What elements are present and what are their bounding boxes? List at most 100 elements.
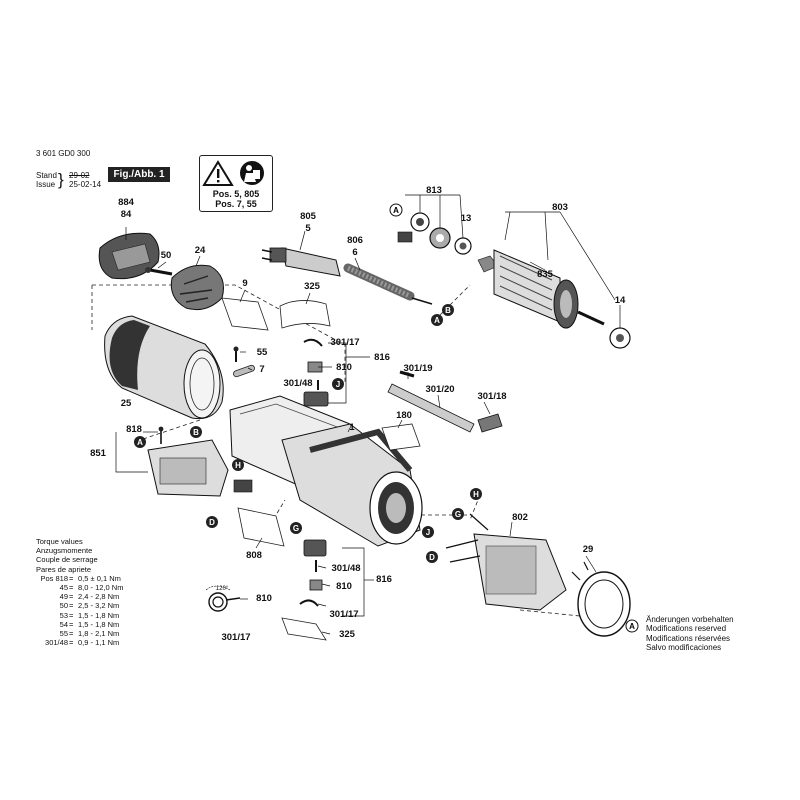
svg-text:B: B xyxy=(193,428,199,437)
label-301-48-bottom: 301/48 xyxy=(331,563,360,574)
label-810-bottom: 810 xyxy=(336,581,352,592)
label-325-top: 325 xyxy=(304,281,321,292)
part-brush-holder-top xyxy=(303,338,329,407)
label-29: 29 xyxy=(583,544,594,555)
label-301-20: 301/20 xyxy=(425,384,454,395)
warning-line-1: Pos. 5, 805 xyxy=(212,189,260,199)
note-es: Salvo modificaciones xyxy=(646,642,722,652)
svg-text:H: H xyxy=(473,490,479,499)
torque-row: 55=1,8 - 2,1 Nm xyxy=(59,628,120,638)
letter-circle-d-2: D xyxy=(426,551,438,563)
new-date: 25-02-14 xyxy=(69,180,102,189)
note-en: Modifications reserved xyxy=(646,624,727,634)
part-switch-bar xyxy=(387,370,503,433)
torque-row: 53=1,5 - 1,8 Nm xyxy=(59,610,120,620)
letter-circle-g-1: G xyxy=(290,522,302,534)
figure-label: Fig./Abb. 1 xyxy=(108,167,170,182)
label-818: 818 xyxy=(126,424,142,435)
label-50: 50 xyxy=(161,250,172,261)
letter-circle-j-1: J xyxy=(332,378,344,390)
label-301-19: 301/19 xyxy=(403,363,432,374)
letter-circle-h-1: H xyxy=(232,459,244,471)
label-851: 851 xyxy=(90,448,107,459)
label-301-17-bottom: 301/17 xyxy=(329,609,358,620)
header-brace: } xyxy=(58,170,64,189)
letter-circle-a-2: A xyxy=(431,314,443,326)
old-date: 29-02 xyxy=(69,171,90,180)
svg-text:G: G xyxy=(455,510,461,519)
label-803: 803 xyxy=(552,202,568,213)
svg-text:J: J xyxy=(336,380,340,389)
label-835: 835 xyxy=(537,269,554,280)
label-14: 14 xyxy=(615,295,626,306)
warning-icon xyxy=(202,160,264,186)
drawing-number: 3 601 GD0 300 xyxy=(36,149,91,158)
part-armature-803 xyxy=(477,249,605,329)
label-angle: 120° xyxy=(216,586,229,592)
part-7 xyxy=(233,364,255,378)
letter-circle-h-2: H xyxy=(470,488,482,500)
label-301-17-spring: 301/17 xyxy=(221,632,250,643)
note-fr: Modifications réservées xyxy=(646,633,731,643)
warning-line-2: Pos. 7, 55 xyxy=(215,199,257,209)
label-13: 13 xyxy=(461,213,472,224)
torque-title-de: Anzugsmomente xyxy=(36,546,93,556)
torque-row: 301/48=0,9 - 1,1 Nm xyxy=(45,638,120,648)
svg-text:A: A xyxy=(137,438,143,447)
svg-text:D: D xyxy=(429,553,435,562)
issue-label: Issue xyxy=(36,180,56,189)
svg-text:G: G xyxy=(293,524,299,533)
label-808: 808 xyxy=(246,550,262,561)
part-29-ring xyxy=(571,561,631,637)
torque-row: Pos 818=0,5 ± 0,1 Nm xyxy=(40,573,121,583)
part-cover-884 xyxy=(98,232,160,280)
part-bearing-14 xyxy=(609,327,631,349)
part-electronics-851 xyxy=(147,426,253,497)
label-813: 813 xyxy=(426,185,442,196)
svg-text:H: H xyxy=(235,461,241,470)
label-84: 84 xyxy=(121,209,132,220)
svg-text:J: J xyxy=(426,528,430,537)
torque-row: 50=2,5 - 3,2 Nm xyxy=(59,601,120,611)
part-25-housing xyxy=(104,315,224,420)
label-805: 805 xyxy=(300,211,317,222)
warning-box: Pos. 5, 805 Pos. 7, 55 xyxy=(199,155,273,212)
label-6: 6 xyxy=(352,247,357,258)
label-1: 1 xyxy=(349,422,355,433)
label-325-bottom: 325 xyxy=(339,629,356,640)
stand-label: Stand xyxy=(36,171,57,180)
svg-text:D: D xyxy=(209,518,215,527)
letter-circle-b-2: B xyxy=(190,426,202,438)
part-808-label xyxy=(237,507,285,547)
label-24: 24 xyxy=(195,245,206,256)
torque-title-en: Torque values xyxy=(36,537,83,546)
label-9: 9 xyxy=(242,278,247,289)
svg-text:A: A xyxy=(434,316,440,325)
part-spring-810 xyxy=(205,585,241,612)
letter-circle-d-1: D xyxy=(206,516,218,528)
label-816-bottom: 816 xyxy=(376,574,392,585)
modification-notes: Änderungen vorbehalten Modifications res… xyxy=(646,615,734,652)
part-24 xyxy=(170,264,224,311)
label-806: 806 xyxy=(347,235,363,246)
part-bearings-813 xyxy=(397,212,472,255)
svg-text:A: A xyxy=(629,622,635,631)
part-brush-holder-bottom xyxy=(299,539,327,607)
label-301-18: 301/18 xyxy=(477,391,506,402)
label-884: 884 xyxy=(118,197,135,208)
svg-text:A: A xyxy=(393,206,399,215)
label-810-top: 810 xyxy=(336,362,352,373)
torque-row: 54=1,5 - 1,8 Nm xyxy=(59,619,120,629)
label-816-top: 816 xyxy=(374,352,390,363)
torque-row: 45=8,0 - 12,0 Nm xyxy=(59,583,124,592)
part-325-label-bottom xyxy=(281,617,327,641)
svg-text:B: B xyxy=(445,306,451,315)
part-screw-50 xyxy=(145,267,173,276)
torque-title-es: Pares de apriete xyxy=(36,564,92,574)
torque-title-fr: Couple de serrage xyxy=(36,555,98,565)
torque-values-table: Torque values Anzugsmomente Couple de se… xyxy=(36,537,156,647)
label-55: 55 xyxy=(257,347,268,358)
label-7: 7 xyxy=(259,364,264,375)
letter-circle-g-2: G xyxy=(452,508,464,520)
